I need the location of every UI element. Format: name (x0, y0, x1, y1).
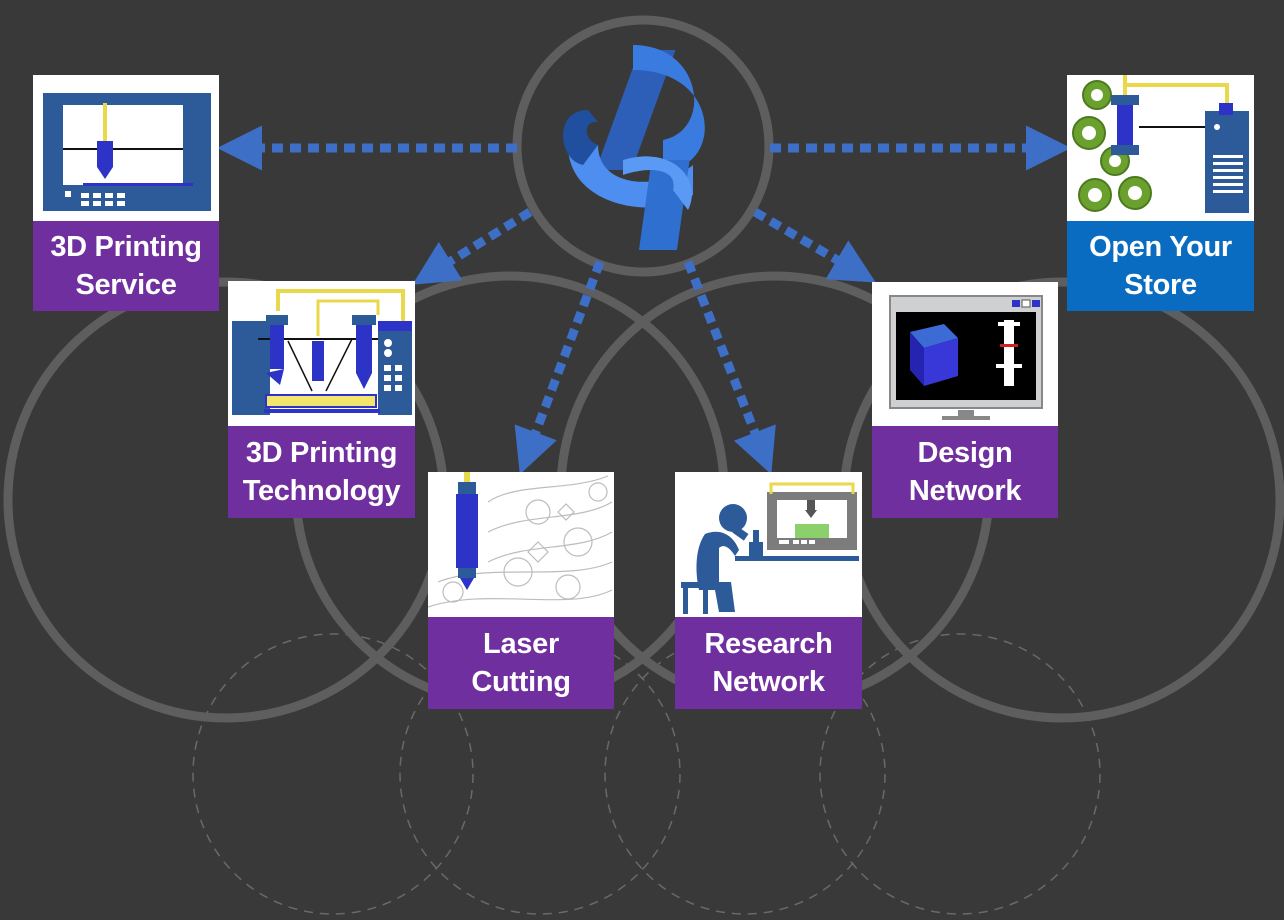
arrow-to-printing-technology (412, 208, 533, 285)
store-gears-icon (1072, 75, 1249, 213)
arrow-to-design-network (752, 208, 876, 283)
caption-printing-service: 3D Printing Service (33, 221, 219, 311)
node-open-store[interactable]: Open Your Store (1067, 75, 1254, 311)
arrow-to-research-network (683, 260, 776, 475)
node-printing-technology[interactable]: 3D Printing Technology (228, 281, 415, 518)
node-printing-service[interactable]: 3D Printing Service (33, 75, 219, 311)
label-line-2: Technology (242, 475, 401, 507)
printer-3d-icon (43, 93, 211, 211)
connector-arrows (217, 125, 1071, 475)
label-line-1: Research (704, 628, 833, 660)
label-line-1: Design (917, 437, 1013, 469)
node-design-network[interactable]: Design Network (872, 282, 1058, 518)
caption-research-network: Research Network (675, 617, 862, 709)
node-laser-cutting[interactable]: Laser Cutting (428, 472, 614, 709)
dashed-rings (192, 633, 1101, 915)
caption-printing-technology: 3D Printing Technology (228, 426, 415, 518)
label-line-2: Network (908, 475, 1022, 507)
dashed-ring-4 (819, 633, 1101, 915)
label-line-1: 3D Printing (245, 437, 398, 469)
caption-design-network: Design Network (872, 426, 1058, 518)
arrow-to-laser-cutting (514, 260, 605, 475)
label-line-2: Store (1124, 269, 1197, 301)
dashed-ring-1 (192, 633, 474, 915)
cad-monitor-icon (889, 295, 1043, 420)
researcher-microscope-icon (681, 482, 859, 614)
multi-nozzle-printer-icon (232, 289, 412, 415)
laser-cutter-icon (428, 472, 613, 608)
node-research-network[interactable]: Research Network (675, 472, 862, 709)
caption-laser-cutting: Laser Cutting (428, 617, 614, 709)
label-line-1: Open Your (1089, 231, 1232, 263)
label-line-1: 3D Printing (50, 231, 202, 263)
label-line-1: Laser (483, 628, 559, 660)
label-line-2: Cutting (471, 666, 571, 698)
3d-printing-network-logo-icon[interactable] (563, 45, 705, 250)
label-line-2: Network (712, 666, 825, 698)
label-line-2: Service (75, 269, 177, 301)
caption-open-store: Open Your Store (1067, 221, 1254, 311)
